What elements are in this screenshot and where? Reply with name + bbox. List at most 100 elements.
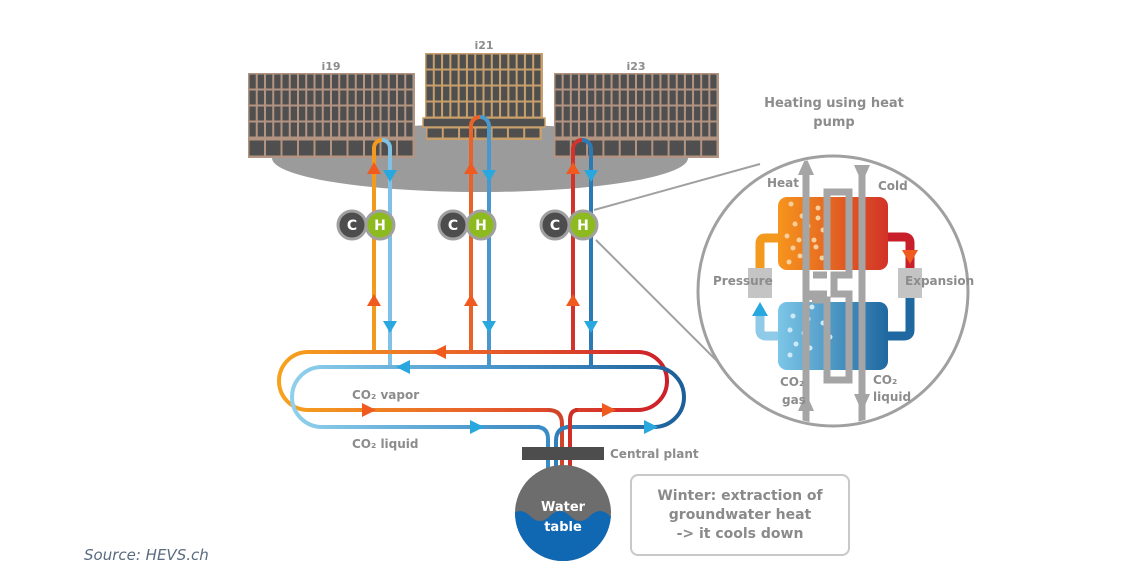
evaporator-box bbox=[778, 302, 888, 370]
vapor-bubble bbox=[815, 205, 821, 211]
flow-arrow-up-icon bbox=[367, 162, 381, 174]
hp-hot-outlet-pipe bbox=[884, 232, 915, 268]
vapor-bubble bbox=[787, 352, 793, 358]
hot-node-icon bbox=[567, 209, 599, 241]
liquid-label: CO₂ liquid bbox=[352, 437, 419, 451]
liquid-loop-pipe bbox=[290, 365, 686, 429]
riser-cold-pipe bbox=[479, 115, 491, 367]
vapor-bubble bbox=[819, 255, 825, 261]
hp-liquid-label-line1: CO₂ bbox=[873, 373, 897, 387]
hp-hot-inlet-pipe bbox=[755, 233, 782, 268]
compressor-block bbox=[748, 268, 772, 298]
hp-cold-label: Cold bbox=[878, 179, 908, 193]
source-caption: Source: HEVS.ch bbox=[84, 546, 209, 564]
hp-cold-inlet-pipe bbox=[884, 298, 915, 341]
vapor-bubble bbox=[811, 237, 817, 243]
gas-arrow-up-icon bbox=[798, 393, 814, 411]
flow-arrow-up-icon bbox=[464, 162, 478, 174]
flow-arrow-up-icon bbox=[367, 294, 381, 306]
winter-note-box: Winter: extraction of groundwater heat -… bbox=[630, 474, 850, 556]
water-table bbox=[515, 465, 611, 561]
hot-node-label: H bbox=[475, 218, 487, 234]
winter-note-line2: groundwater heat bbox=[668, 506, 812, 523]
flow-arrow-down-icon bbox=[482, 321, 496, 333]
zoom-line-bottom bbox=[595, 239, 735, 379]
vapor-bubble bbox=[809, 304, 815, 310]
flow-arrow-up-icon bbox=[566, 294, 580, 306]
hp-liquid-label-line2: liquid bbox=[873, 390, 911, 404]
building-i23 bbox=[554, 73, 719, 158]
flow-arrow-down-icon bbox=[584, 170, 598, 182]
hp-cold-outlet-pipe bbox=[755, 312, 782, 341]
hot-node-label: H bbox=[577, 218, 589, 234]
heat-pump-title-line2: pump bbox=[813, 115, 854, 130]
flow-arrow-down-icon bbox=[383, 170, 397, 182]
winter-note-line3: -> it cools down bbox=[676, 525, 804, 542]
central-plant-bar bbox=[522, 447, 604, 460]
central-plant-label: Central plant bbox=[610, 447, 699, 461]
flow-arrow-down-icon bbox=[584, 321, 598, 333]
vapor-bubble bbox=[813, 244, 819, 250]
cold-arrow-down-icon bbox=[854, 165, 870, 183]
hp-gas-label-line1: CO₂ bbox=[780, 375, 804, 389]
flow-arrow-down-icon bbox=[383, 321, 397, 333]
flow-arrow-up-icon bbox=[566, 162, 580, 174]
flow-arrow-left-icon bbox=[432, 345, 446, 359]
building-label-i21: i21 bbox=[474, 39, 493, 52]
riser-hot-pipe bbox=[372, 138, 383, 352]
winter-note-line1: Winter: extraction of bbox=[657, 487, 823, 504]
flow-arrow-right-icon bbox=[362, 403, 376, 417]
water-table-label-line2: table bbox=[544, 520, 582, 535]
flow-arrow-right-icon bbox=[470, 420, 484, 434]
riser-i21 bbox=[464, 115, 496, 367]
building-label-i19: i19 bbox=[321, 60, 340, 73]
flow-arrow-right-icon bbox=[602, 403, 616, 417]
riser-cold-pipe bbox=[581, 138, 593, 367]
vapor-bubble bbox=[790, 313, 796, 319]
cold-node-label: C bbox=[448, 218, 458, 234]
cold-node-label: C bbox=[347, 218, 357, 234]
hp-heat-label: Heat bbox=[767, 176, 799, 190]
riser-i23 bbox=[566, 138, 598, 367]
riser-hot-pipe bbox=[469, 115, 481, 352]
vapor-bubble bbox=[797, 253, 803, 259]
vapor-bubble bbox=[784, 233, 790, 239]
hp-pressure-label: Pressure bbox=[713, 274, 773, 288]
liquid-arrow-down-icon bbox=[854, 394, 870, 412]
vapor-bubble bbox=[786, 259, 792, 265]
expansion-valve-block bbox=[898, 268, 922, 298]
flow-arrow-down-icon bbox=[482, 170, 496, 182]
vapor-bubble bbox=[796, 237, 802, 243]
vapor-bubble bbox=[793, 341, 799, 347]
vapor-bubble bbox=[815, 215, 821, 221]
expansion-arrow-down-icon bbox=[902, 250, 918, 264]
flow-arrow-right-icon bbox=[644, 420, 658, 434]
heat-pump bbox=[748, 158, 922, 424]
liquid-return-pipe bbox=[554, 425, 571, 470]
water-table-label-line1: Water bbox=[541, 500, 586, 515]
flow-arrow-left-icon bbox=[396, 360, 410, 374]
vapor-bubble bbox=[790, 245, 796, 251]
hp-expansion-label: Expansion bbox=[905, 274, 974, 288]
vapor-bubble bbox=[787, 327, 793, 333]
vapor-bubble bbox=[792, 221, 798, 227]
building-label-i23: i23 bbox=[626, 60, 645, 73]
riser-i19 bbox=[367, 138, 397, 367]
building-i21 bbox=[422, 53, 546, 140]
hp-gas-label-line2: gas bbox=[782, 393, 806, 407]
vapor-label: CO₂ vapor bbox=[352, 388, 419, 402]
hp-inner-loop-top bbox=[812, 188, 853, 384]
cold-node-label: C bbox=[550, 218, 560, 234]
vapor-return-pipe bbox=[547, 408, 564, 470]
heat-arrow-up-icon bbox=[798, 158, 814, 175]
hot-node-icon bbox=[465, 209, 497, 241]
flow-arrow-up-icon bbox=[464, 294, 478, 306]
liquid-supply-pipe bbox=[535, 425, 550, 470]
heat-pump-title-line1: Heating using heat bbox=[764, 96, 904, 111]
pressure-arrow-up-icon bbox=[752, 302, 768, 316]
zoom-line-top bbox=[593, 163, 761, 211]
